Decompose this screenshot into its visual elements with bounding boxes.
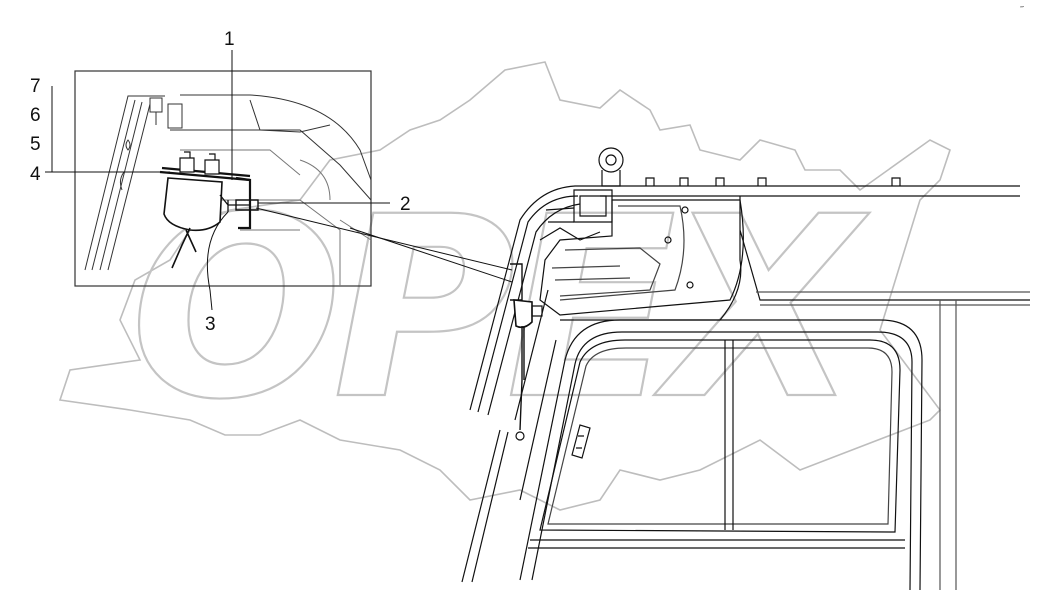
lifting-eye-ring <box>598 147 624 173</box>
roof-edge <box>600 185 1020 197</box>
inset-window-ghost <box>180 149 372 286</box>
panel-vent <box>551 265 631 281</box>
lifting-eye-hole <box>605 154 617 166</box>
callout-leaders <box>45 50 513 311</box>
mounted-switch-cable <box>519 326 525 431</box>
panel-screws <box>664 206 694 289</box>
door-frame-outer <box>519 319 923 591</box>
callout-2: 2 <box>400 194 411 215</box>
inset-leader-curve <box>206 211 229 291</box>
roof-clip-4 <box>757 177 767 186</box>
callout-4: 4 <box>30 164 41 185</box>
lifting-eye <box>598 147 624 187</box>
window-divider <box>724 340 734 530</box>
inset-roof-curve <box>170 94 372 201</box>
inset-l-bracket <box>235 176 252 230</box>
roof-clip-2 <box>679 177 689 186</box>
inset-cable <box>171 227 197 269</box>
callout-3: 3 <box>205 314 216 335</box>
leader-3 <box>209 289 213 311</box>
detail-inset <box>74 70 372 291</box>
interior-panel-inner <box>559 205 685 301</box>
inset-top-bolt <box>149 97 183 129</box>
inset-switch-body <box>163 177 223 232</box>
callout-labels: 1 2 3 4 5 6 7 <box>30 29 411 335</box>
window-outline <box>539 339 901 533</box>
watermark-gear-outline <box>58 61 951 511</box>
callout-5: 5 <box>30 134 41 155</box>
callout-1: 1 <box>224 29 235 50</box>
inset-pillar <box>84 95 165 271</box>
inset-nuts <box>179 151 220 175</box>
a-pillar-outer <box>469 185 600 411</box>
a-pillar-inner-1 <box>477 195 579 413</box>
inset-switch-plunger <box>235 199 259 211</box>
roof-clip-1 <box>645 177 655 186</box>
door-frame-mid <box>531 331 913 591</box>
detail-inset-frame <box>74 70 372 287</box>
callout-7: 7 <box>30 76 41 97</box>
inset-nut-left <box>179 151 195 173</box>
mounted-switch <box>510 263 543 441</box>
corner-mark: ‴ <box>1020 5 1024 14</box>
cab-structure <box>461 147 1030 591</box>
detail-pointer-lower <box>349 227 513 283</box>
roof-clip-5 <box>891 177 901 186</box>
watermark-text: OPEX <box>130 163 870 454</box>
corner-brace <box>539 207 601 241</box>
inset-slot <box>119 139 131 191</box>
mounted-switch-plunger <box>531 305 543 317</box>
inset-switch-arm <box>219 194 250 212</box>
roof-clips <box>645 177 901 186</box>
side-lines <box>756 291 1030 590</box>
roof-clip-3 <box>715 177 725 186</box>
callout-6: 6 <box>30 105 41 126</box>
mounted-switch-body <box>513 299 533 329</box>
inset-nut-right <box>204 153 220 175</box>
window-inner <box>547 347 893 525</box>
mounted-switch-cable-end <box>515 431 525 441</box>
lifting-eye-base <box>601 170 621 187</box>
interior-panel <box>539 199 744 316</box>
door-bottom <box>528 539 905 549</box>
latch-plate <box>571 424 591 459</box>
a-pillar-lower <box>461 289 557 583</box>
